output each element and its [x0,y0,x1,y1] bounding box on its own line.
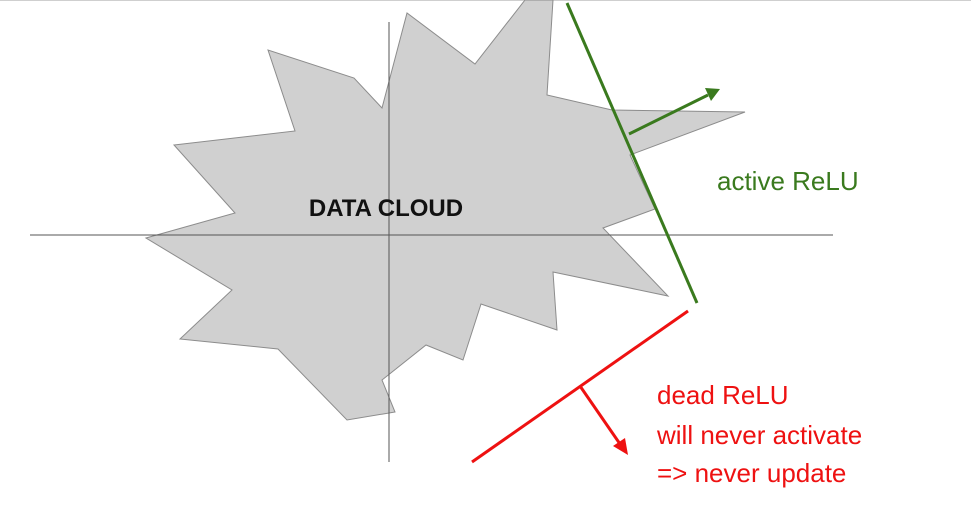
data-cloud-label: DATA CLOUD [309,195,463,222]
dead-relu-annotation: dead ReLU will never activate => never u… [656,380,862,488]
dead-relu-label-line: dead ReLU [657,380,789,410]
active-relu [565,2,720,304]
dead-relu-normal-arrow [578,385,622,445]
dead-relu-label-line: will never activate [656,420,862,450]
dead-relu-arrowhead [613,438,628,455]
dead-relu [471,309,689,464]
active-relu-arrowhead [705,88,720,101]
active-relu-label: active ReLU [717,166,859,196]
active-relu-line [565,2,699,304]
data-cloud-shape [144,0,746,421]
active-relu-normal-arrow [628,93,709,136]
dead-relu-label-line: => never update [657,458,846,488]
